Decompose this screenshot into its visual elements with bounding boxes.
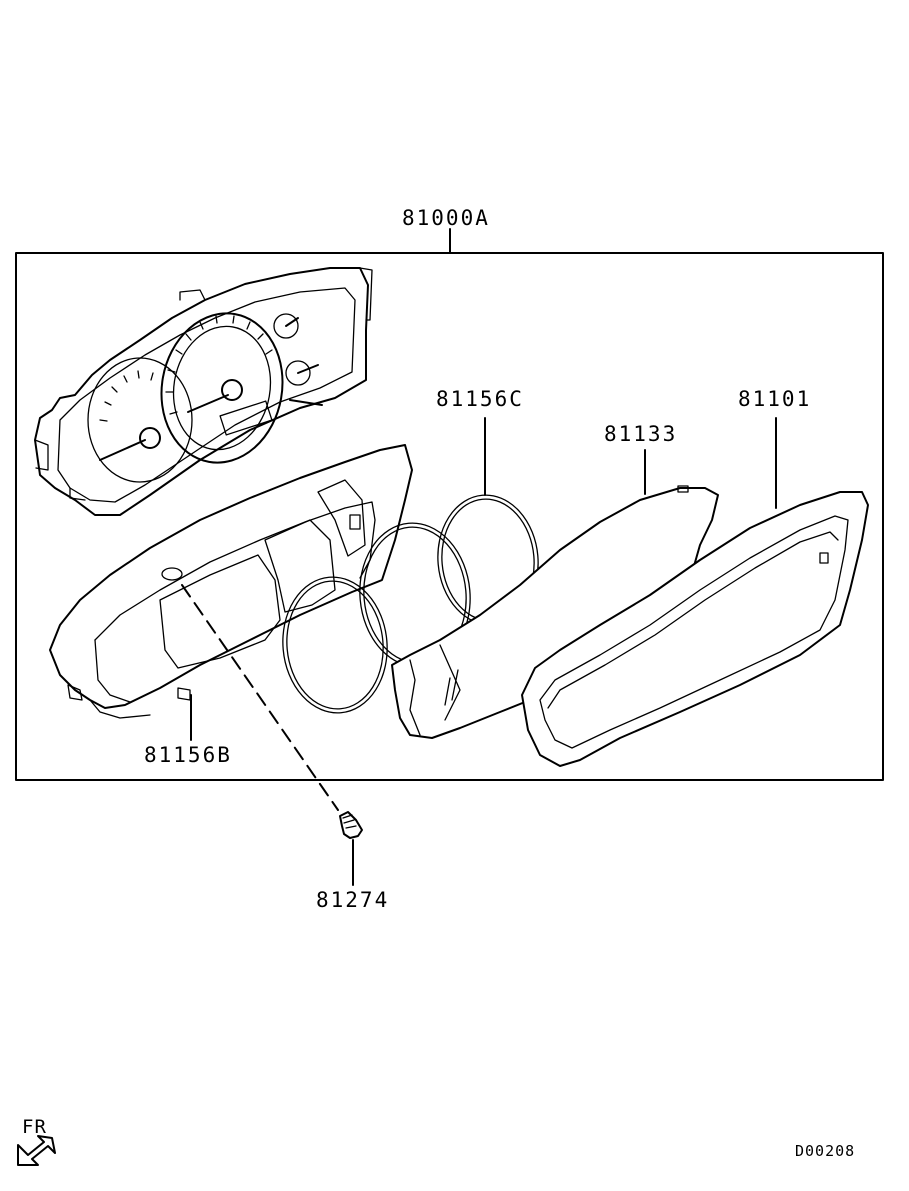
direction-arrow bbox=[17, 1135, 56, 1166]
meter-dial-face bbox=[34, 267, 373, 516]
direction-label: FR bbox=[22, 1116, 47, 1138]
meter-case bbox=[49, 444, 413, 719]
label-81156B: 81156B bbox=[144, 743, 232, 767]
label-81274: 81274 bbox=[316, 888, 390, 912]
screw-install-path bbox=[181, 584, 339, 811]
meter-plate bbox=[391, 485, 719, 739]
label-81156C: 81156C bbox=[436, 387, 524, 411]
label-81101: 81101 bbox=[738, 387, 812, 411]
label-81133: 81133 bbox=[604, 422, 678, 446]
meter-lens bbox=[521, 491, 869, 767]
drawing-code: D00208 bbox=[795, 1142, 856, 1160]
label-81000A: 81000A bbox=[402, 206, 490, 230]
screw bbox=[339, 811, 363, 839]
